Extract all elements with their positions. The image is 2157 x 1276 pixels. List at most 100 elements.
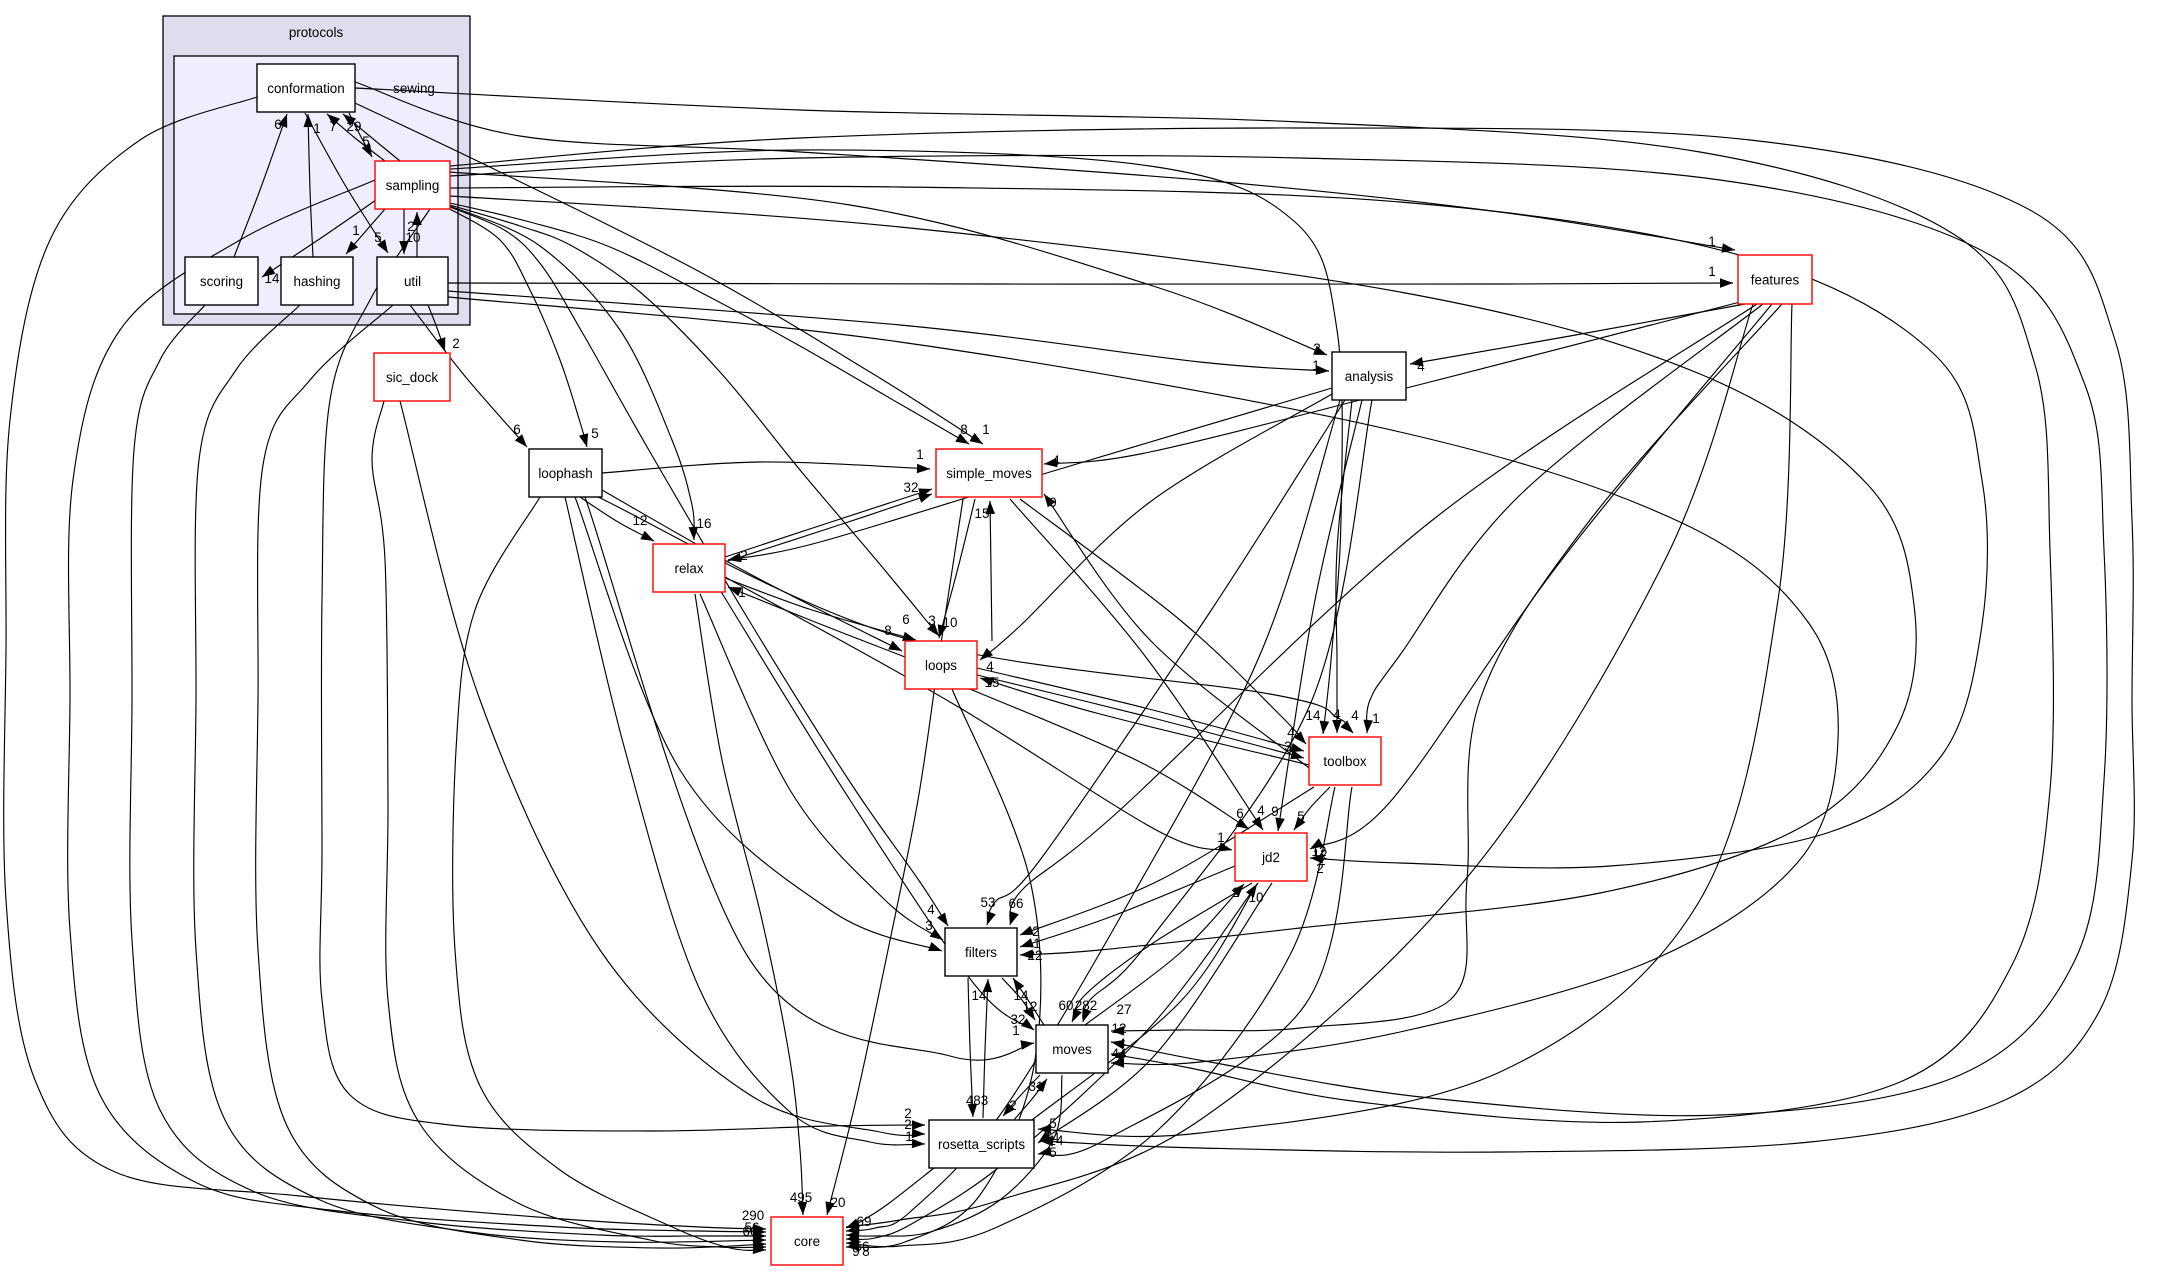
svg-text:1: 1 (313, 121, 320, 136)
svg-text:filters: filters (965, 945, 997, 960)
svg-text:4: 4 (1052, 453, 1060, 468)
svg-text:14: 14 (1014, 988, 1029, 1003)
svg-text:56: 56 (855, 1239, 870, 1254)
svg-text:2: 2 (1009, 1098, 1016, 1113)
svg-text:29: 29 (347, 119, 362, 134)
svg-text:27: 27 (1117, 1002, 1132, 1017)
svg-text:5: 5 (1049, 1145, 1056, 1160)
svg-text:495: 495 (790, 1190, 812, 1205)
svg-text:10: 10 (1249, 890, 1264, 905)
svg-text:4: 4 (1118, 1036, 1126, 1051)
svg-text:4: 4 (986, 659, 994, 674)
svg-text:7: 7 (329, 119, 336, 134)
svg-text:jd2: jd2 (1261, 850, 1280, 865)
svg-text:core: core (794, 1234, 820, 1249)
svg-text:relax: relax (674, 561, 703, 576)
svg-text:3: 3 (1284, 739, 1291, 754)
svg-text:8: 8 (960, 422, 967, 437)
svg-text:15: 15 (985, 675, 1000, 690)
svg-text:6: 6 (1236, 806, 1243, 821)
svg-text:4: 4 (927, 902, 935, 917)
svg-text:1: 1 (1012, 1023, 1019, 1038)
svg-text:6: 6 (902, 612, 909, 627)
svg-text:hashing: hashing (294, 274, 341, 289)
svg-text:features: features (1751, 273, 1800, 288)
svg-text:loophash: loophash (538, 466, 592, 481)
svg-text:moves: moves (1052, 1042, 1092, 1057)
svg-text:10: 10 (943, 615, 958, 630)
svg-text:1: 1 (352, 223, 359, 238)
svg-text:1: 1 (1033, 936, 1040, 951)
svg-text:483: 483 (966, 1093, 988, 1108)
svg-text:66: 66 (1009, 896, 1024, 911)
svg-text:9: 9 (1049, 495, 1056, 510)
svg-text:4: 4 (1257, 803, 1265, 818)
svg-text:32: 32 (1011, 1012, 1026, 1027)
svg-text:conformation: conformation (267, 81, 344, 96)
svg-text:32: 32 (904, 480, 919, 495)
svg-text:56: 56 (745, 1220, 760, 1235)
svg-text:15: 15 (975, 506, 990, 521)
svg-text:5: 5 (1297, 809, 1304, 824)
svg-text:1: 1 (1217, 830, 1224, 845)
svg-text:toolbox: toolbox (1323, 754, 1366, 769)
svg-text:loops: loops (925, 658, 957, 673)
svg-text:20: 20 (831, 1195, 846, 1210)
svg-text:282: 282 (1075, 998, 1097, 1013)
svg-text:12: 12 (1312, 844, 1327, 859)
svg-text:protocols: protocols (289, 25, 344, 40)
svg-text:5: 5 (374, 230, 381, 245)
svg-text:sewing: sewing (393, 81, 435, 96)
svg-text:2: 2 (1318, 853, 1325, 868)
svg-text:14: 14 (972, 988, 987, 1003)
svg-text:4: 4 (1333, 707, 1341, 722)
svg-text:14: 14 (265, 271, 280, 286)
svg-text:1: 1 (738, 585, 745, 600)
svg-text:scoring: scoring (200, 274, 243, 289)
svg-text:66: 66 (743, 1224, 758, 1239)
svg-text:simple_moves: simple_moves (946, 466, 1032, 481)
svg-text:8: 8 (884, 623, 891, 638)
svg-text:5: 5 (591, 426, 598, 441)
svg-text:2: 2 (1032, 924, 1039, 939)
svg-text:14: 14 (1049, 1133, 1064, 1148)
svg-text:rosetta_scripts: rosetta_scripts (938, 1137, 1025, 1152)
svg-text:12: 12 (1023, 999, 1038, 1014)
svg-text:2: 2 (1316, 861, 1323, 876)
svg-text:4: 4 (1417, 359, 1425, 374)
svg-text:6: 6 (274, 117, 281, 132)
svg-text:12: 12 (1313, 847, 1328, 862)
svg-text:1: 1 (982, 422, 989, 437)
svg-text:1: 1 (1708, 264, 1715, 279)
svg-text:53: 53 (981, 895, 996, 910)
svg-text:5: 5 (1049, 1116, 1056, 1131)
svg-text:2: 2 (1313, 341, 1320, 356)
svg-text:14: 14 (1306, 708, 1321, 723)
svg-text:util: util (404, 274, 421, 289)
svg-text:9: 9 (852, 1244, 859, 1259)
svg-text:5: 5 (362, 134, 369, 149)
svg-text:2: 2 (740, 548, 747, 563)
svg-text:3: 3 (925, 918, 932, 933)
svg-text:1: 1 (905, 1129, 912, 1144)
svg-text:16: 16 (697, 516, 712, 531)
svg-text:1: 1 (1312, 358, 1319, 373)
svg-text:2: 2 (407, 219, 414, 234)
svg-text:2: 2 (452, 336, 459, 351)
svg-text:4: 4 (1287, 725, 1295, 740)
svg-text:2: 2 (904, 1117, 911, 1132)
svg-text:6: 6 (513, 422, 520, 437)
svg-text:1: 1 (916, 447, 923, 462)
svg-text:sic_dock: sic_dock (386, 370, 438, 385)
svg-text:9: 9 (849, 1233, 856, 1248)
svg-text:22: 22 (1028, 948, 1043, 963)
svg-text:4: 4 (1351, 708, 1359, 723)
svg-text:8: 8 (862, 1244, 869, 1259)
svg-text:1: 1 (1708, 234, 1715, 249)
svg-text:2: 2 (1232, 885, 1239, 900)
svg-text:analysis: analysis (1345, 369, 1394, 384)
svg-text:2: 2 (904, 1106, 911, 1121)
svg-text:3: 3 (928, 613, 935, 628)
svg-text:31: 31 (1029, 1079, 1044, 1094)
svg-text:290: 290 (742, 1208, 764, 1223)
